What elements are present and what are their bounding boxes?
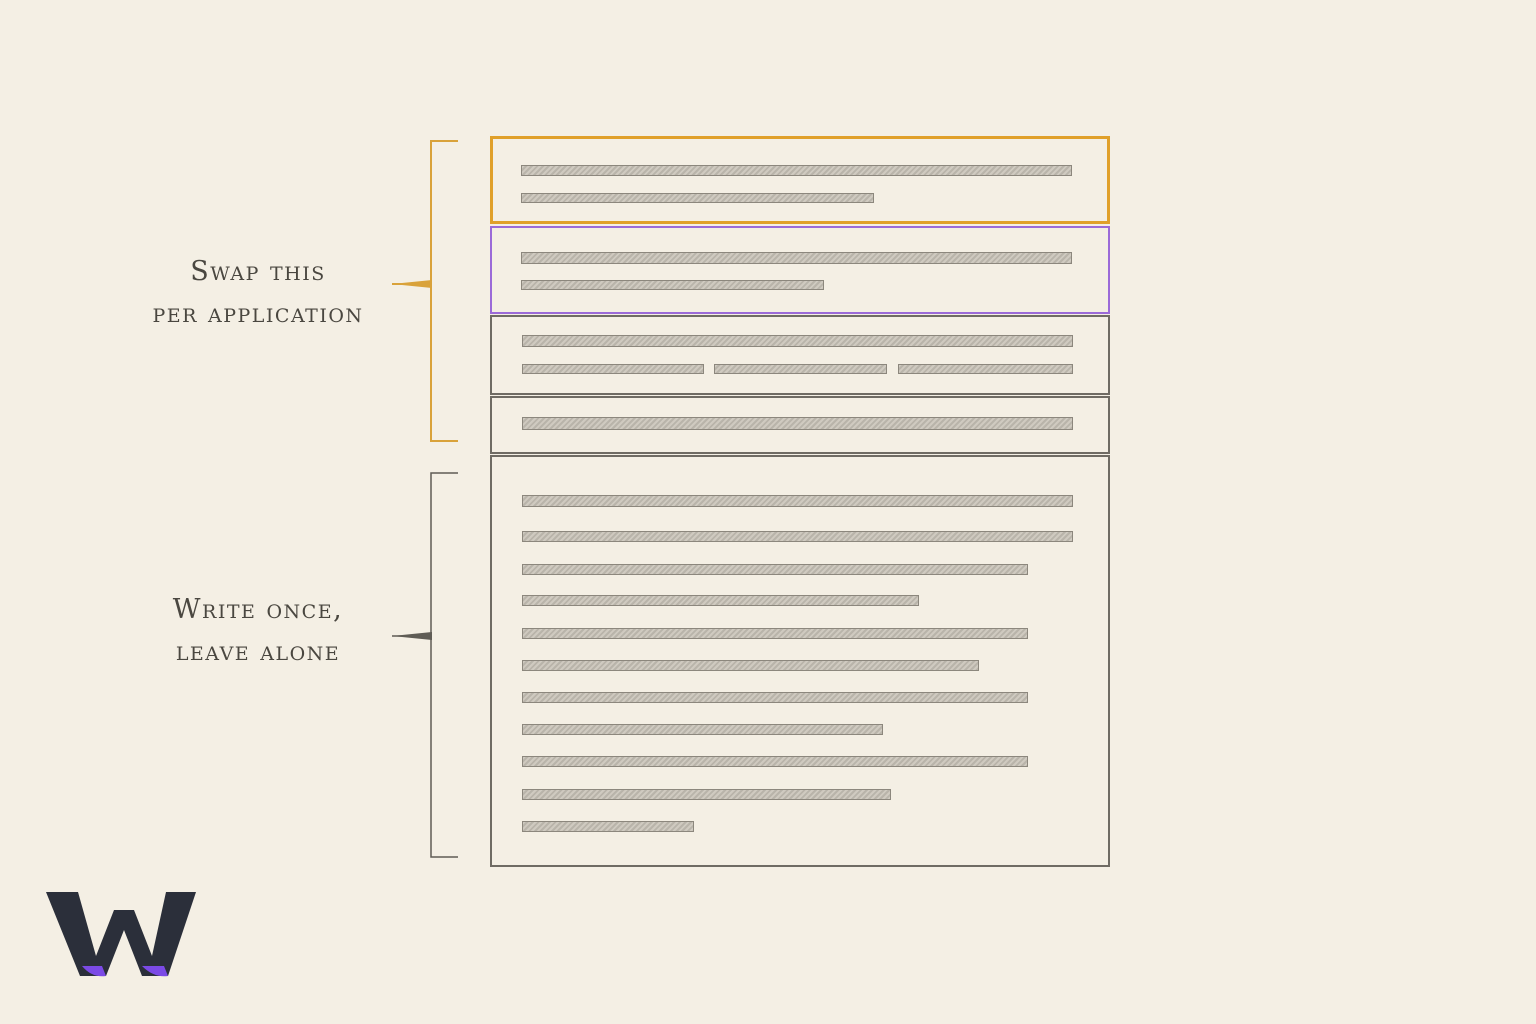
text-bar: [522, 692, 1028, 703]
text-bar: [522, 417, 1073, 430]
text-bar: [522, 595, 919, 606]
text-bar: [522, 660, 979, 671]
text-bar: [522, 724, 883, 735]
text-bar: [898, 364, 1073, 374]
text-bar: [522, 335, 1073, 347]
text-bar: [521, 193, 874, 203]
text-bar: [522, 564, 1028, 575]
document-section-summary: [490, 226, 1110, 314]
text-bar: [522, 821, 694, 832]
write-bracket-notch: [392, 632, 432, 640]
swap-label: Swap this per application: [108, 251, 408, 335]
swap-label-line1: Swap this: [190, 256, 326, 287]
write-label-line1: Write once,: [172, 594, 344, 625]
document-section-skills: [490, 315, 1110, 395]
write-label-line2: leave alone: [175, 636, 341, 667]
text-bar: [521, 280, 824, 290]
text-bar: [522, 495, 1073, 507]
text-bar: [522, 628, 1028, 639]
text-bar: [522, 364, 704, 374]
text-bar: [714, 364, 887, 374]
swap-label-line2: per application: [152, 298, 364, 329]
text-bar: [522, 531, 1073, 542]
text-bar: [522, 756, 1028, 767]
document-section-experience: [490, 455, 1110, 867]
text-bar: [522, 789, 891, 800]
document-section-header: [490, 136, 1110, 224]
text-bar: [521, 252, 1072, 264]
text-bar: [521, 165, 1072, 176]
write-label: Write once, leave alone: [108, 589, 408, 673]
document-section-highlight: [490, 396, 1110, 454]
swap-bracket-notch: [392, 280, 432, 288]
w-logo-icon: [46, 892, 196, 977]
